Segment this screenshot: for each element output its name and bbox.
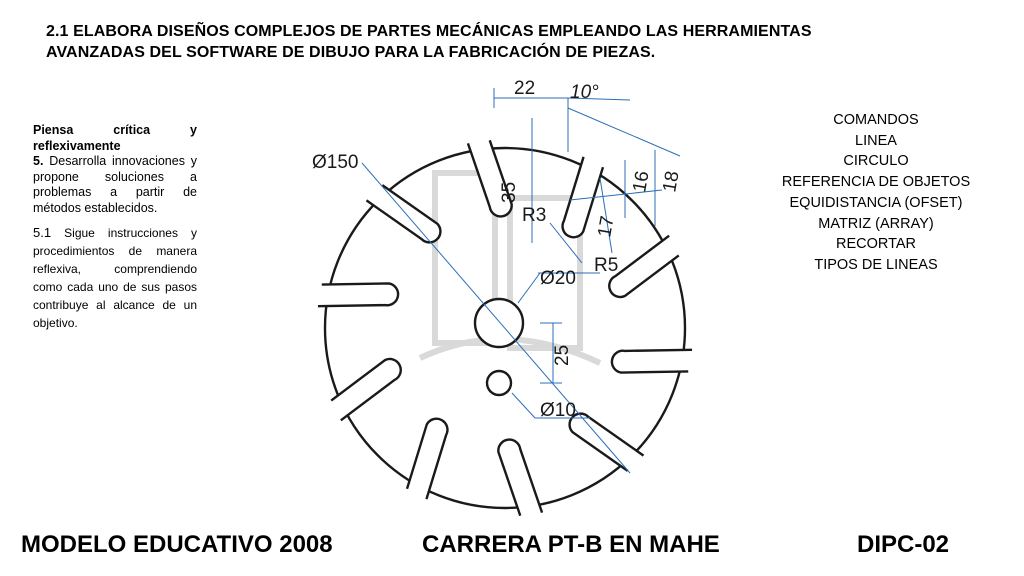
title-line-1: 2.1 ELABORA DISEÑOS COMPLEJOS DE PARTES …	[46, 23, 812, 40]
hole-circle	[485, 369, 513, 397]
slot-outline	[317, 282, 400, 308]
footer-code: DIPC-02	[857, 531, 950, 558]
command-item: TIPOS DE LINEAS	[814, 256, 938, 273]
competency-heading: Piensa crítica y reflexivamente	[33, 123, 197, 153]
competency-51-text: Sigue instrucciones y procedimientos de …	[33, 226, 198, 330]
mechanical-part-drawing: Ø150 22 10° 35 R3 16 18 17 R5 Ø20 25 Ø10	[312, 78, 693, 517]
dim-outer-diameter: Ø150	[312, 152, 358, 173]
slot-cover	[562, 156, 603, 238]
slot-cover	[611, 349, 693, 373]
slot-outline	[610, 348, 693, 374]
competency-5-number: 5.	[33, 154, 44, 168]
slot-cover	[569, 413, 644, 471]
slot-cover	[609, 235, 679, 297]
slot-cover	[331, 359, 401, 421]
dim-angle: 10°	[570, 82, 599, 103]
command-item: REFERENCIA DE OBJETOS	[781, 174, 971, 191]
slot-cover	[498, 439, 543, 516]
slot-outline	[561, 156, 605, 239]
slot-group	[317, 139, 693, 517]
dimension-labels: Ø150 22 10° 35 R3 16 18 17 R5 Ø20 25 Ø10	[312, 78, 684, 421]
slot-cover	[366, 185, 441, 243]
slot-outline	[405, 417, 449, 500]
disc-outline	[323, 146, 687, 510]
dim-offset: 25	[552, 345, 573, 366]
slot-outline	[466, 139, 513, 218]
competency-5-text: Desarrolla innovaciones y propone soluci…	[33, 154, 197, 215]
slot-outline	[365, 184, 442, 244]
competency-51-number: 5.1	[33, 225, 52, 240]
slot-outline	[608, 234, 680, 299]
page-title: 2.1 ELABORA DISEÑOS COMPLEJOS DE PARTES …	[46, 21, 976, 63]
dim-hole-diameter: Ø10	[540, 400, 576, 421]
dim-17: 17	[594, 214, 618, 238]
dim-18: 18	[659, 169, 683, 193]
dimension-lines	[361, 88, 681, 474]
commands-heading: COMANDOS	[833, 112, 919, 128]
slot-outline	[497, 438, 544, 517]
slot-outline	[568, 412, 645, 472]
command-item: CIRCULO	[843, 153, 909, 170]
command-item: MATRIZ (ARRAY)	[818, 215, 934, 232]
footer-model: MODELO EDUCATIVO 2008	[21, 531, 333, 558]
command-item: RECORTAR	[835, 236, 917, 253]
slot-cover	[467, 140, 512, 217]
competency-block: Piensa crítica y reflexivamente 5. Desar…	[33, 123, 197, 216]
title-line-2: AVANZADAS DEL SOFTWARE DE DIBUJO PARA LA…	[46, 44, 656, 61]
slot-cover	[317, 283, 399, 307]
command-item: EQUIDISTANCIA (OFSET)	[789, 194, 963, 211]
slot-cover	[407, 418, 448, 500]
dim-16: 16	[629, 169, 653, 193]
commands-list: COMANDOS LINEA CIRCULO REFERENCIA DE OBJ…	[760, 110, 992, 276]
dim-r5: R5	[594, 255, 618, 276]
slot-outline	[330, 357, 402, 422]
hub-circle	[473, 297, 525, 349]
command-item: LINEA	[855, 132, 897, 149]
dim-slot-width: 22	[514, 78, 535, 99]
dim-hub-diameter: Ø20	[540, 268, 576, 289]
competencies-column: Piensa crítica y reflexivamente 5. Desar…	[33, 123, 197, 340]
dim-r3: R3	[522, 205, 546, 226]
competency-51-block: 5.1 Sigue instrucciones y procedimientos…	[33, 224, 197, 332]
dim-depth: 35	[499, 182, 520, 203]
footer-career: CARRERA PT-B EN MAHE	[422, 531, 720, 558]
